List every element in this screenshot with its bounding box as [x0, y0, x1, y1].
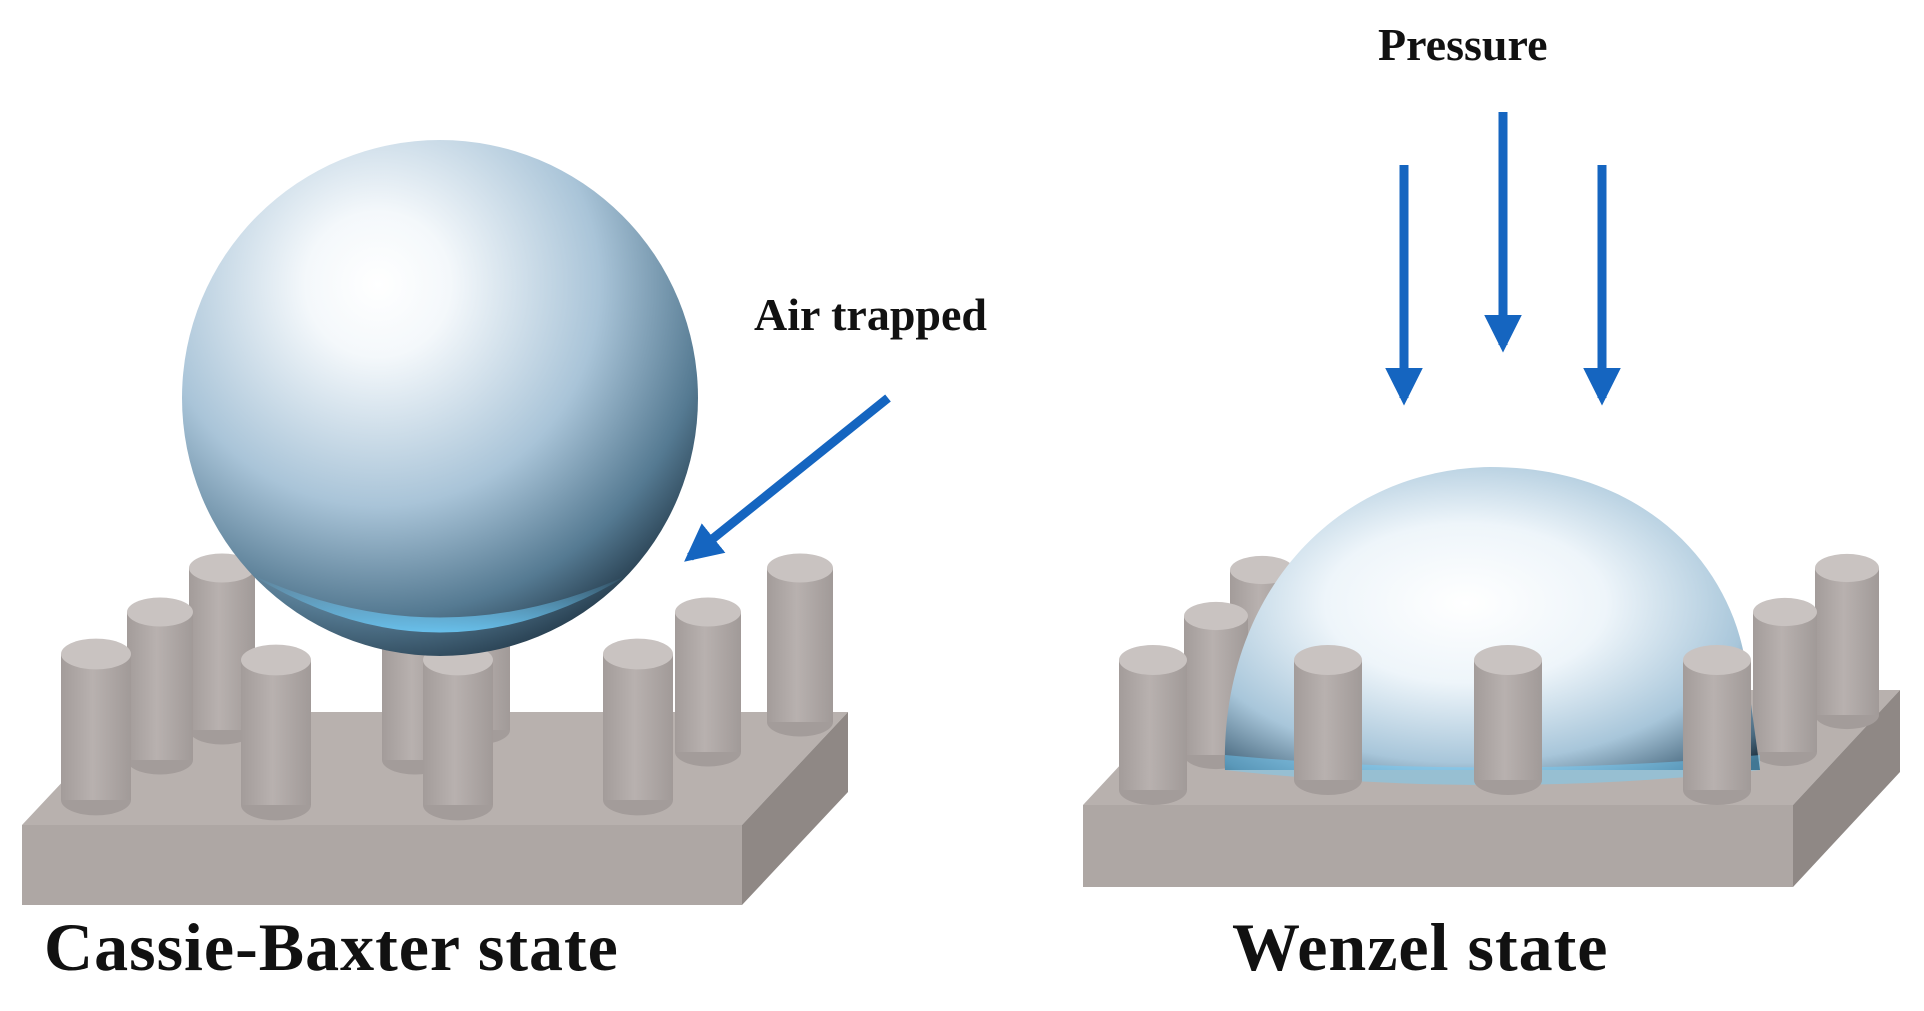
wenzel-pillar-front-1 [1474, 645, 1542, 795]
cassie-substrate-front [22, 825, 742, 905]
wenzel-pillar-back-1 [1815, 553, 1879, 730]
cassie-pillar-back-2 [767, 553, 833, 737]
wenzel-substrate-side [1793, 690, 1900, 887]
air-trapped-arrow [684, 394, 891, 562]
pressure-label: Pressure [1378, 19, 1548, 70]
air-trapped-label: Air trapped [754, 289, 987, 340]
cassie-pillar-front-3 [603, 638, 673, 816]
cassie-pillar-front-0 [61, 638, 131, 816]
cassie-pillar-mid-0 [127, 597, 193, 775]
cassie-substrate-side [742, 712, 848, 905]
wenzel-pillar-front-left-0 [1119, 645, 1187, 805]
wenzel-state-label: Wenzel state [1232, 909, 1609, 985]
wenzel-substrate-front [1083, 805, 1793, 887]
cassie-droplet [182, 140, 698, 656]
cassie-pillar-front-1 [241, 644, 311, 821]
cassie-pillar-mid-2 [675, 597, 741, 767]
wenzel-pillar-front-0 [1294, 645, 1362, 795]
cassie-pillar-front-2 [423, 644, 493, 821]
cassie-baxter-state-label: Cassie-Baxter state [44, 909, 619, 985]
wenzel-front-pillars [1294, 645, 1751, 805]
wenzel-pillar-mid-1 [1753, 597, 1817, 767]
wenzel-pillar-front-2 [1683, 645, 1751, 805]
